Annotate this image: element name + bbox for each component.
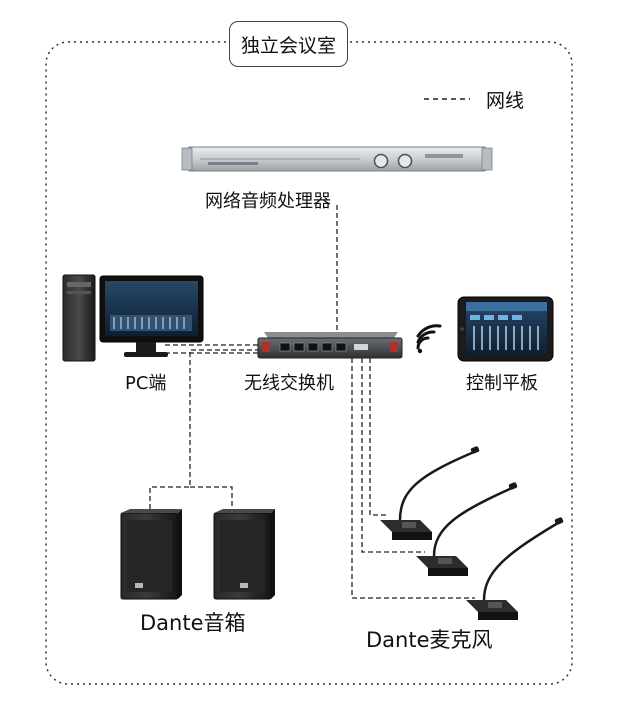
legend-label: 网线 [486, 90, 525, 112]
cable-lines [149, 205, 475, 599]
speaker-right [213, 509, 275, 600]
control-tablet-device [457, 296, 554, 362]
processor-label: 网络音频处理器 [205, 191, 331, 212]
speaker-left [120, 509, 182, 600]
room-title-box: 独立会议室 [229, 21, 348, 67]
microphone-3 [466, 517, 564, 620]
mics-label: Dante麦克风 [366, 628, 493, 652]
tablet-label: 控制平板 [466, 373, 538, 394]
audio-processor-device [181, 146, 493, 172]
cable-switch-mic-3 [351, 358, 475, 599]
switch-label: 无线交换机 [244, 373, 334, 394]
wifi-icon [416, 324, 442, 354]
microphone-1 [380, 446, 480, 540]
cable-switch-mic-2 [361, 358, 425, 553]
cable-speaker-right-drop [190, 486, 233, 512]
cable-switch-mic-1 [369, 358, 388, 516]
speakers-label: Dante音箱 [140, 611, 246, 635]
pc-device [62, 274, 204, 362]
wireless-switch-device [257, 332, 403, 359]
microphone-2 [416, 482, 518, 576]
pc-label: PC端 [125, 373, 167, 394]
room-title: 独立会议室 [240, 34, 336, 57]
